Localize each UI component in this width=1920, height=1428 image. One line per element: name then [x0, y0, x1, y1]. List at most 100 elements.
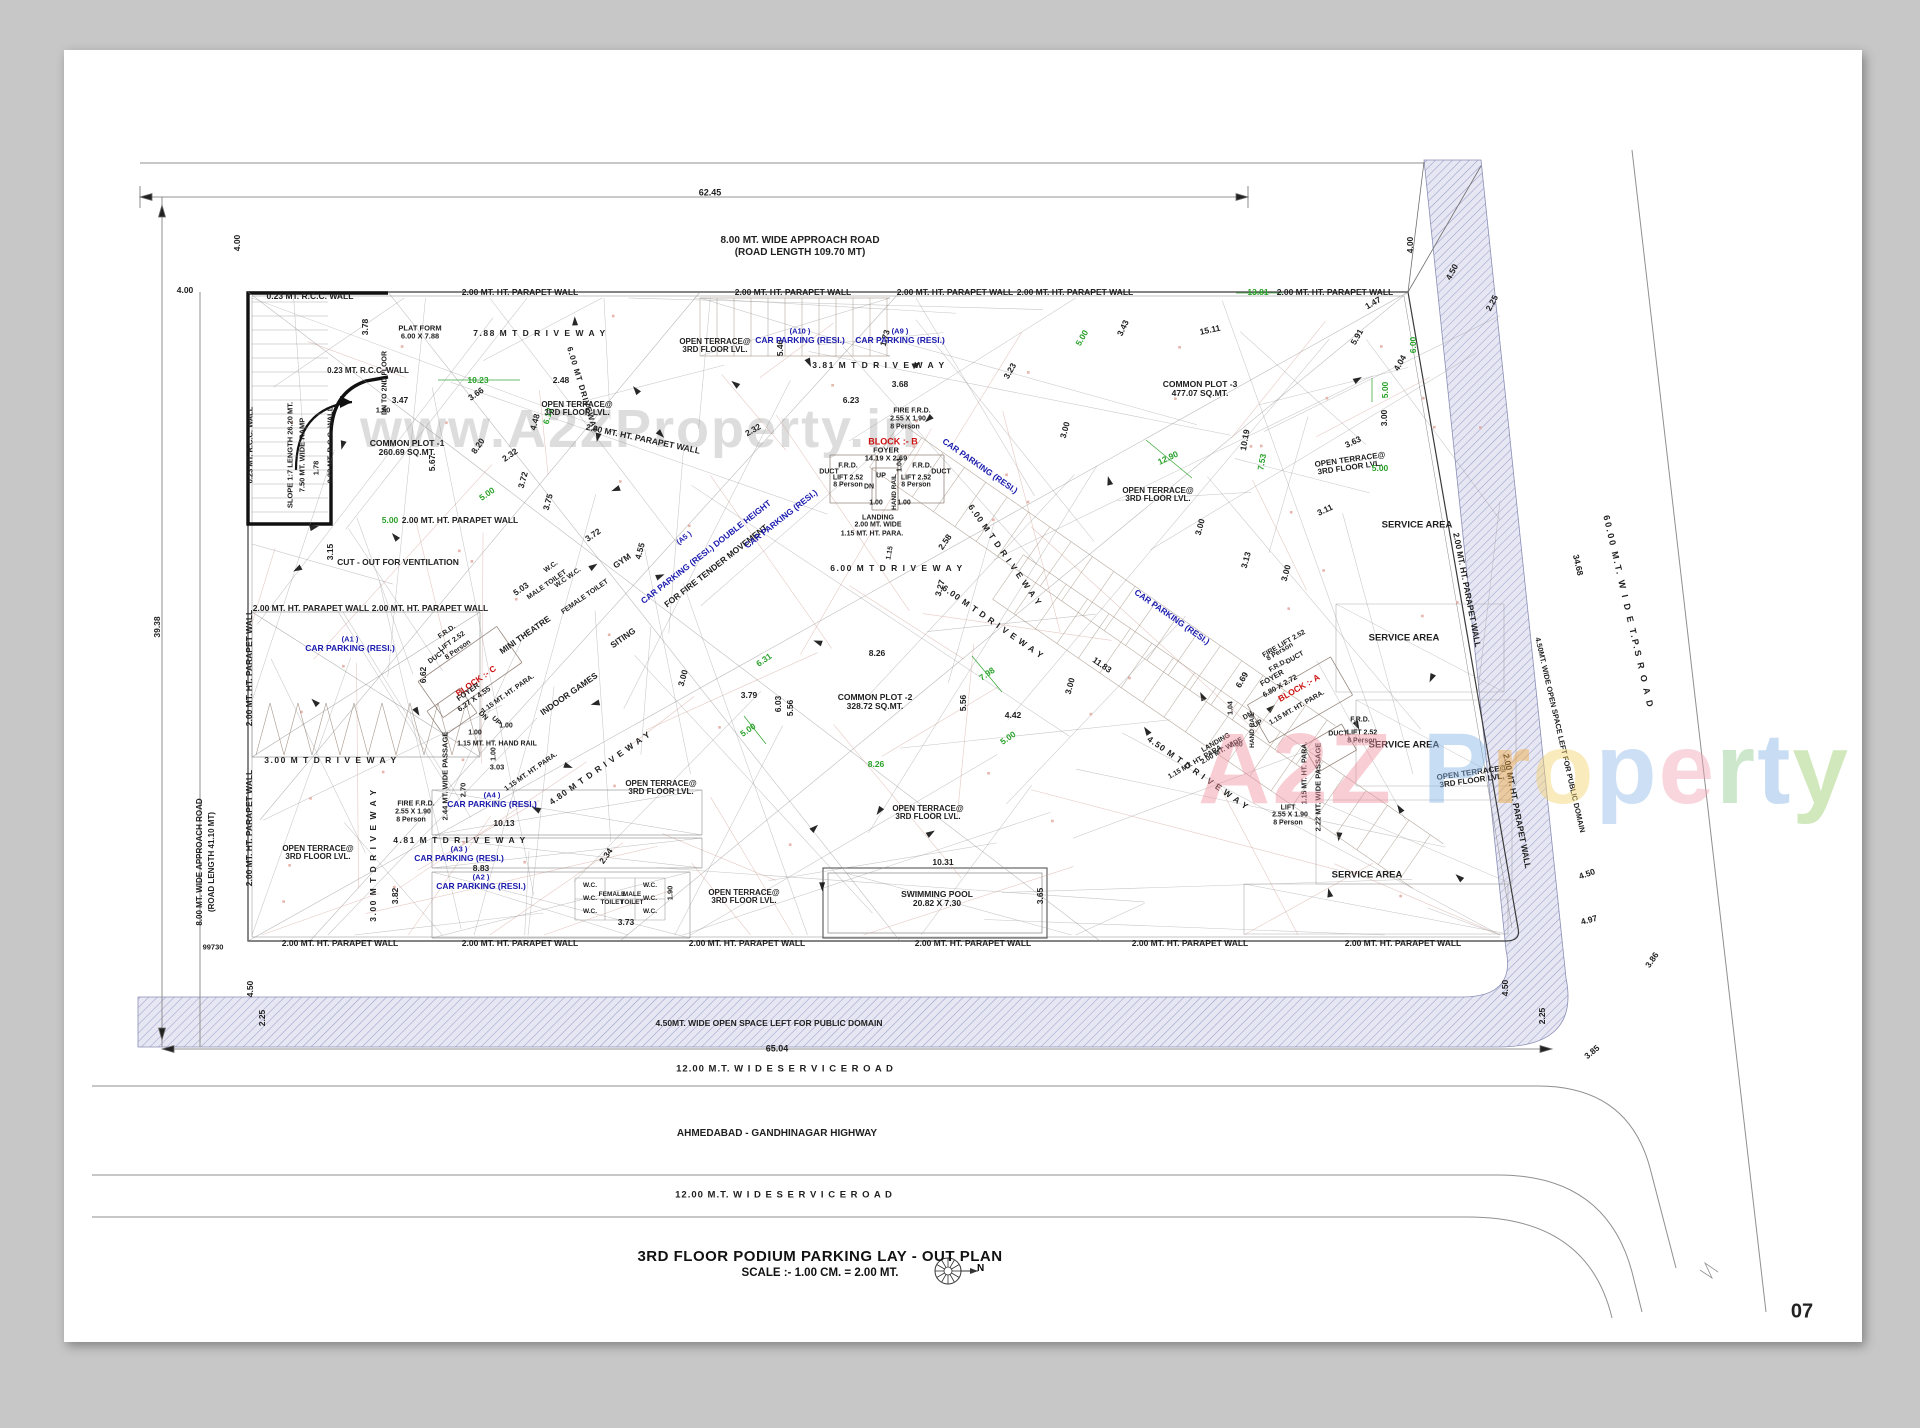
plan-label: 0.23 MT. R.C.C. WALL	[245, 406, 255, 484]
plan-label: 4.50	[244, 980, 255, 998]
plan-label: 7.50 MT. WIDE RAMP	[297, 417, 307, 493]
plan-label: 2.00 MT. HT. PARAPET WALL	[401, 514, 519, 525]
plan-label: 2.00 MT. HT. PARAPET WALL	[461, 286, 579, 297]
plan-label: 1.15	[885, 545, 895, 561]
plan-label: CAR PARKING (RESI.)	[447, 798, 537, 809]
plan-label: 5.56	[957, 694, 968, 712]
plan-label: 3RD FLOOR LVL.	[682, 345, 748, 354]
plan-label: 4.48	[527, 412, 542, 432]
plan-label: 6.62	[417, 666, 428, 684]
plan-label: SERVICE AREA	[1331, 869, 1403, 881]
plan-label: 2.70	[458, 782, 468, 798]
plan-label: 477.07 SQ.MT.	[1171, 387, 1229, 398]
ramp-structure	[246, 291, 389, 526]
plan-label: 3.13	[1238, 550, 1253, 570]
plan-label: UP	[876, 472, 886, 480]
plan-label: MINI THEATRE	[497, 613, 553, 657]
brand-letter: r	[1716, 713, 1758, 825]
plan-label: 4.97	[1579, 912, 1599, 927]
road-lines	[92, 149, 1767, 1319]
plan-label: CAR PARKING (RESI.)	[436, 880, 526, 891]
title-block: 3RD FLOOR PODIUM PARKING LAY - OUT PLAN …	[637, 1248, 1002, 1279]
plan-label: 12.90	[1156, 448, 1180, 467]
plan-label: 6.23	[842, 394, 860, 405]
plan-label: 6.00 X 7.88	[400, 331, 440, 341]
plan-label: (A2 )	[472, 872, 490, 882]
plan-label: LIFT	[1280, 804, 1296, 812]
brand-letter: Z	[1329, 713, 1393, 825]
plan-label: 15.11	[1198, 322, 1222, 337]
plan-label: CAR PARKING (RESI.)	[755, 334, 845, 345]
plan-label: 6.00 M T D R I V E W A Y	[966, 502, 1045, 608]
plan-label: 7.88 M T D R I V E W A Y	[473, 327, 607, 338]
plan-label: 3.85	[1582, 1042, 1602, 1061]
plan-label: 3.63	[1343, 433, 1363, 450]
plan-label: W.C.	[582, 894, 598, 902]
plan-label: 1.15 MT. HT. PARA.	[503, 751, 559, 793]
brand-letter: y	[1792, 713, 1851, 825]
plan-label: 2.00 MT. HT. PARAPET WALL	[1276, 286, 1394, 297]
plan-label: 3RD FLOOR LVL.	[544, 408, 610, 417]
plan-label: SWIMMING POOL	[901, 888, 973, 899]
plan-label: 3.00	[675, 668, 690, 688]
plan-label: 4.00	[231, 234, 242, 252]
plan-label: 3.00	[1062, 676, 1077, 696]
plan-label: 2.25	[1536, 1007, 1547, 1025]
plan-label: AHMEDABAD - GANDHINAGAR HIGHWAY	[676, 1128, 878, 1139]
plan-label: OPEN TERRACE@	[625, 779, 697, 788]
plan-label: 3.00	[1278, 563, 1293, 583]
plan-label: 3.15	[324, 543, 335, 561]
plan-label: 2.48	[552, 374, 570, 385]
plan-label: 3.00	[1057, 420, 1072, 440]
plan-label: BLOCK :- B	[868, 436, 918, 447]
plan-label: 5.00	[477, 484, 497, 503]
public-open-space-band	[137, 159, 1569, 1048]
plan-label: 3.81 M T D R I V E W A Y	[812, 359, 946, 370]
plan-label: 2.00 MT. HT. PARAPET WALL	[1131, 937, 1249, 948]
plan-label: (A1 )	[341, 634, 359, 644]
plan-label: F.R.D.	[838, 462, 858, 470]
dimension-lines	[138, 161, 1554, 1054]
plan-label: CAR PARKING (RESI.)	[940, 436, 1020, 496]
plan-label: 20.82 X 7.30	[912, 897, 962, 908]
plot-boundary	[247, 291, 1520, 942]
plan-label: TOILET	[600, 898, 624, 906]
plan-label: 5.00	[1379, 381, 1390, 399]
plan-label: 3RD FLOOR LVL.	[285, 852, 351, 861]
plan-label: 12.00 M.T. W I D E S E R V I C E R O A D	[675, 1189, 893, 1201]
plan-label: INDOOR GAMES	[538, 670, 600, 718]
plan-label: TOILET	[620, 898, 644, 906]
plan-label: 3.68	[891, 378, 909, 389]
plan-label: 14.19 X 2.69	[864, 453, 908, 463]
plan-label: 2.00 MT. HT. PARAPET WALL	[461, 937, 579, 948]
plan-label: 39.38	[151, 616, 162, 638]
plan-label: COMMON PLOT -1	[369, 437, 445, 448]
plan-label: 5.56	[784, 699, 795, 717]
plan-label: LANDING	[862, 514, 894, 522]
brand-letter: P	[1422, 713, 1492, 825]
plan-label: 328.72 SQ.MT.	[846, 700, 904, 711]
plan-label: 3.78	[359, 318, 370, 336]
plan-label: FIRE F.R.D.	[893, 407, 931, 415]
plan-label: 5.67	[426, 454, 437, 472]
plan-label: 5.00	[738, 720, 758, 739]
plan-label: 3RD FLOOR LVL.	[1125, 494, 1191, 503]
plan-label: 7.98	[977, 664, 997, 683]
plan-label: LIFT 2.52	[1346, 729, 1378, 737]
plan-label: GYM	[611, 551, 633, 571]
plan-label: CAR PARKING (RESI.)	[855, 334, 945, 345]
plan-label: 1.90	[665, 885, 675, 901]
plan-label: 2.55 X 1.90	[890, 415, 926, 423]
plan-label: 60.00 M.T. W I D E T.P.S R O A D	[1601, 514, 1656, 710]
plan-label: W.C.	[642, 907, 658, 915]
plan-label: W.C.	[582, 907, 598, 915]
brand-letter: r	[1491, 713, 1533, 825]
plan-label: 10.13	[493, 817, 515, 828]
plan-label: (A3 )	[450, 844, 468, 854]
brand-letter: t	[1757, 713, 1793, 825]
plan-label: 4.55	[632, 541, 647, 561]
plan-label: 4.50	[1443, 262, 1461, 282]
plan-label: 2.55 X 1.90	[1272, 811, 1308, 819]
